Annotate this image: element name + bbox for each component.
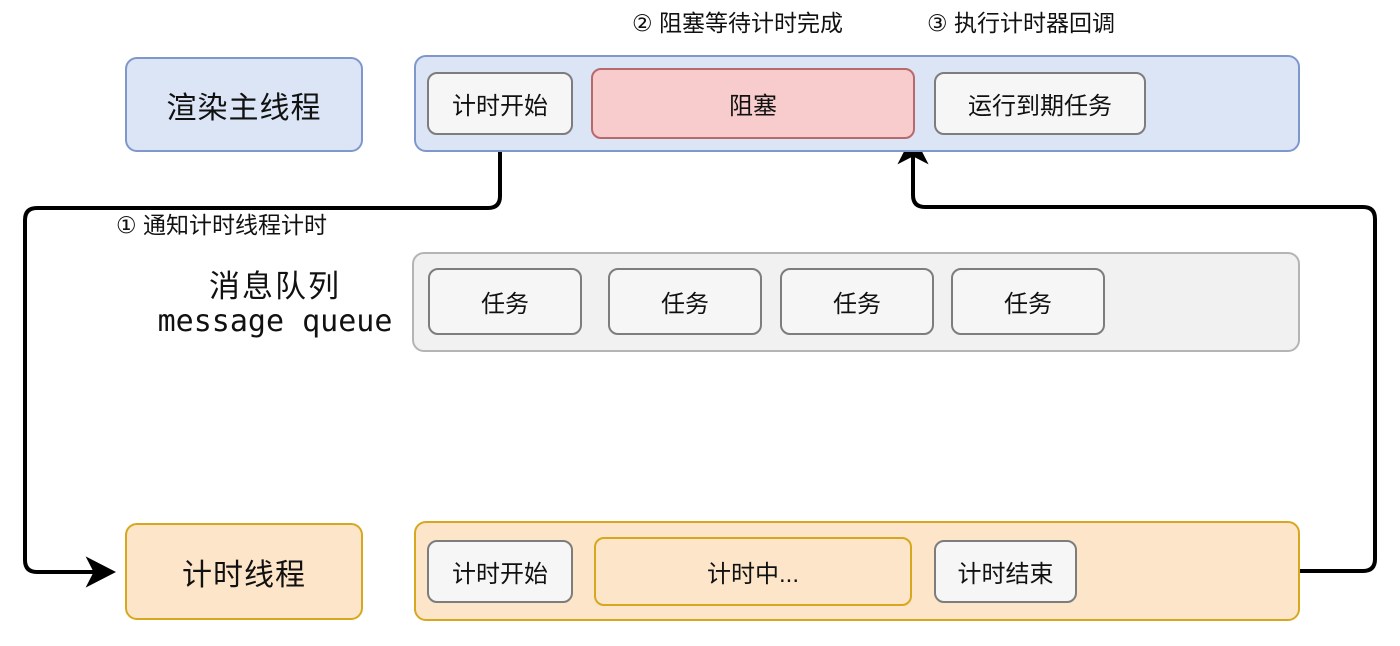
chip-timer-start-main[interactable]: 计时开始 (427, 72, 573, 135)
chip-run-due-task[interactable]: 运行到期任务 (934, 72, 1146, 135)
annotation-step-1: ① 通知计时线程计时 (116, 212, 328, 238)
annotation-step-3: ③ 执行计时器回调 (927, 10, 1116, 36)
message-queue-label-cn: 消息队列 (209, 269, 341, 304)
chip-task-1[interactable]: 任务 (428, 268, 582, 335)
message-queue-label-en: message queue (157, 303, 393, 339)
arrow-notify-timer-thread (23, 140, 502, 588)
chip-task-3[interactable]: 任务 (780, 268, 934, 335)
chip-timing-running[interactable]: 计时中... (594, 537, 912, 606)
chip-blocked[interactable]: 阻塞 (591, 68, 915, 139)
chip-timing-start[interactable]: 计时开始 (427, 540, 573, 603)
chip-timing-end[interactable]: 计时结束 (934, 540, 1077, 603)
role-label-timer-thread: 计时线程 (125, 523, 363, 620)
annotation-step-2: ② 阻塞等待计时完成 (632, 10, 844, 36)
chip-task-2[interactable]: 任务 (608, 268, 762, 335)
arrow-timer-callback-to-main (897, 133, 1377, 573)
message-queue-label: 消息队列 message queue (110, 269, 440, 339)
role-label-main-thread: 渲染主线程 (125, 57, 363, 152)
chip-task-4[interactable]: 任务 (951, 268, 1105, 335)
